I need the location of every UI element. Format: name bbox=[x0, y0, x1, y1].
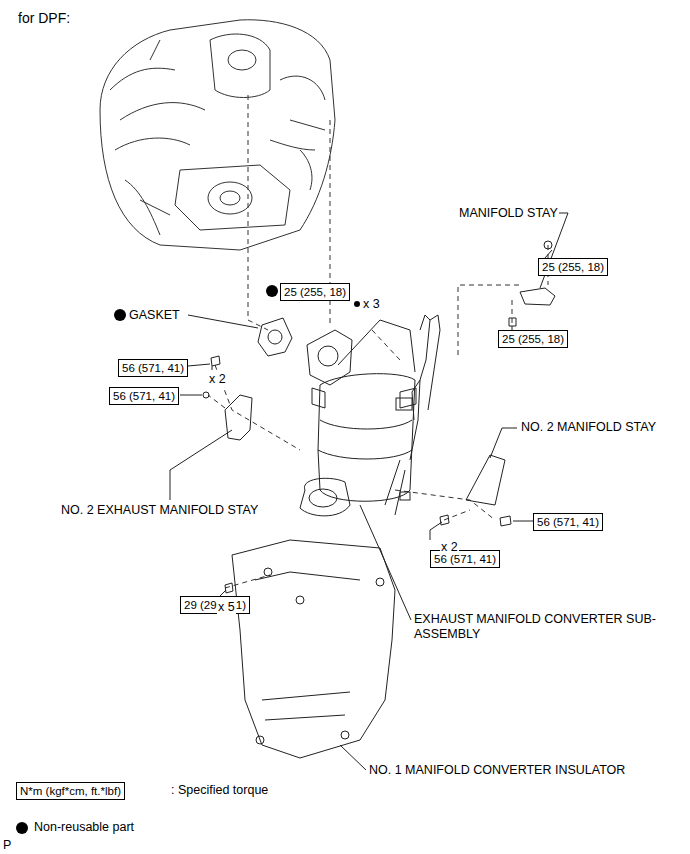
torque-value: N*m (kgf*cm, ft.*lbf) bbox=[20, 785, 121, 797]
legend-text: Non-reusable part bbox=[33, 820, 135, 835]
heading: for DPF: bbox=[18, 10, 70, 26]
torque-box: 56 (571, 41) bbox=[109, 387, 179, 405]
exhaust-manifold-converter bbox=[300, 315, 440, 516]
part-label: EXHAUST MANIFOLD CONVERTER SUB-ASSEMBLY bbox=[413, 612, 670, 642]
non-reusable-dot bbox=[16, 822, 28, 834]
part-label: x 5 bbox=[217, 600, 236, 615]
part-label: x 2 bbox=[440, 540, 459, 555]
torque-value: 56 (571, 41) bbox=[113, 390, 175, 402]
no-2-manifold-stay bbox=[466, 455, 505, 505]
unit-box: N*m (kgf*cm, ft.*lbf) bbox=[16, 782, 125, 800]
torque-box: 29 (291, 21) bbox=[180, 596, 250, 614]
torque-box: 25 (255, 18) bbox=[538, 258, 608, 276]
torque-box: 25 (255, 18) bbox=[280, 283, 350, 301]
part-label: P bbox=[2, 838, 12, 853]
part-label: x 2 bbox=[208, 372, 227, 387]
torque-box: 56 (571, 41) bbox=[533, 513, 603, 531]
manifold-stay bbox=[520, 288, 555, 305]
manifold-converter-insulator bbox=[225, 540, 395, 758]
torque-value: 25 (255, 18) bbox=[284, 286, 346, 298]
part-label: : Specified torque bbox=[170, 783, 269, 798]
part-label: NO. 2 MANIFOLD STAY bbox=[520, 420, 657, 435]
part-label: NO. 1 MANIFOLD CONVERTER INSULATOR bbox=[368, 763, 626, 778]
torque-value: 25 (255, 18) bbox=[502, 333, 564, 345]
torque-box: 25 (255, 18) bbox=[498, 330, 568, 348]
torque-value: 25 (255, 18) bbox=[542, 261, 604, 273]
torque-value: 56 (571, 41) bbox=[537, 516, 599, 528]
part-label: NO. 2 EXHAUST MANIFOLD STAY bbox=[60, 503, 259, 518]
torque-value: 29 (291, 21) bbox=[184, 599, 246, 611]
torque-value: 56 (571, 41) bbox=[122, 362, 184, 374]
engine-sketch bbox=[100, 20, 335, 250]
gasket bbox=[258, 318, 292, 356]
no-2-exhaust-manifold-stay bbox=[225, 395, 252, 440]
part-label: x 3 bbox=[362, 297, 381, 312]
part-label: MANIFOLD STAY bbox=[458, 206, 559, 221]
part-label: GASKET bbox=[128, 308, 181, 323]
torque-box: 56 (571, 41) bbox=[118, 359, 188, 377]
